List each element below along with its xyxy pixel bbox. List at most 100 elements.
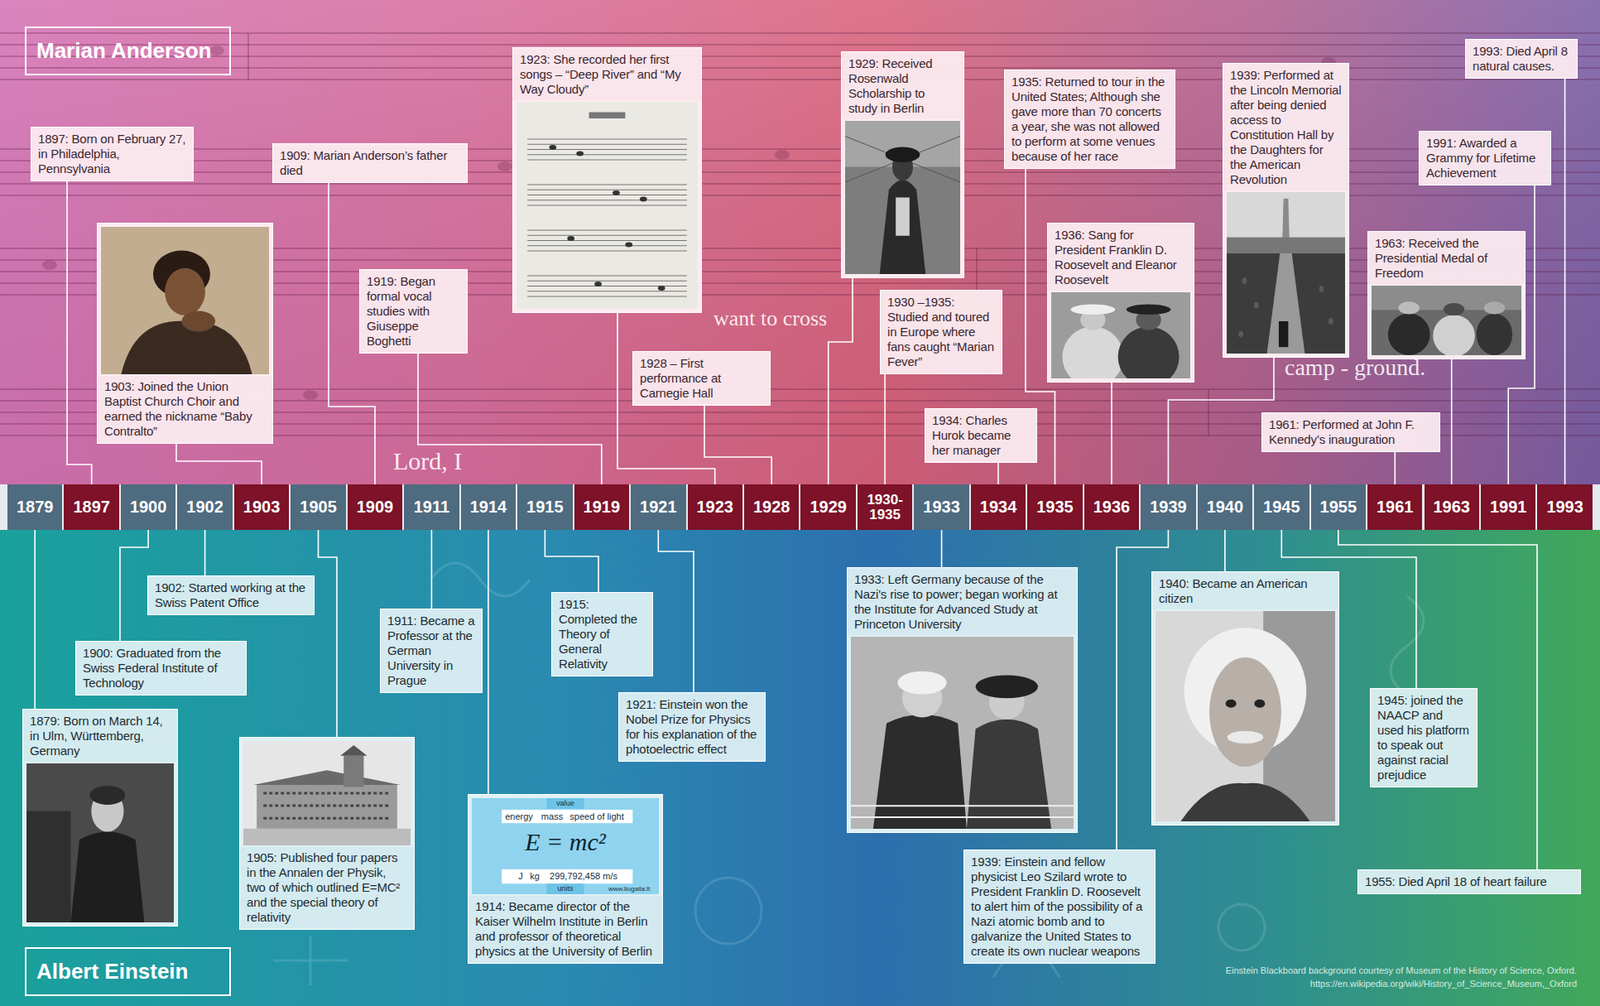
year-cell: 1955 <box>1311 484 1366 530</box>
lyric-text: want to cross <box>713 306 827 332</box>
event-text: 1930 –1935: Studied and toured in Europe… <box>887 294 995 370</box>
year-cell: 1961 <box>1367 484 1423 530</box>
leader-line <box>204 529 207 576</box>
year-text: 1915 <box>526 498 564 516</box>
year-cell: 1879 <box>7 484 63 530</box>
event-box: 1940: Became an American citizen <box>1151 571 1340 826</box>
leader-line <box>828 278 853 485</box>
formula-text: units <box>557 884 573 893</box>
event-text: 1963: Received the Presidential Medal of… <box>1374 235 1519 281</box>
event-box: 1915: Completed the Theory of General Re… <box>551 591 654 677</box>
event-text: 1939: Einstein and fellow physicist Leo … <box>970 854 1149 959</box>
event-text: 1914: Became director of the Kaiser Wilh… <box>475 898 656 959</box>
event-text: 1923: She recorded her first songs – “De… <box>519 52 695 97</box>
year-cell: 1939 <box>1140 484 1196 530</box>
lyric-text: camp - ground. <box>1284 354 1426 381</box>
year-text: 1879 <box>16 498 54 516</box>
credit-note: https://en.wikipedia.org/wiki/History_of… <box>1310 978 1577 990</box>
event-box: 1928 – First performance at Carnegie Hal… <box>632 350 771 406</box>
leader-line <box>431 529 433 609</box>
leader-line <box>1110 382 1113 485</box>
leader-line <box>544 529 599 592</box>
event-text: 1929: Received Rosenwald Scholarship to … <box>848 56 957 116</box>
year-text: 1900 <box>129 498 168 516</box>
leader-line <box>67 181 92 485</box>
year-text: 1905 <box>299 498 337 516</box>
formula-text: J <box>518 870 524 882</box>
year-cell: 1902 <box>177 484 232 530</box>
year-cell: 1934 <box>970 484 1026 530</box>
leader-line <box>997 462 1000 485</box>
leader-line <box>884 374 886 485</box>
event-text: 1902: Started working at the Swiss Paten… <box>154 580 308 611</box>
year-cell: 1935 <box>1027 484 1082 530</box>
year-text: 1928 <box>753 498 791 516</box>
leader-line <box>941 529 943 567</box>
year-text: 1991 <box>1489 498 1528 516</box>
event-box: 1993: Died April 8 natural causes. <box>1465 38 1578 79</box>
formula-text: energy <box>504 811 534 822</box>
year-cell: 1929 <box>800 484 856 530</box>
year-text: 1909 <box>356 498 394 516</box>
year-cell: 1921 <box>630 484 686 530</box>
event-text: 1919: Began formal vocal studies with Gi… <box>366 273 461 349</box>
leader-line <box>120 529 149 641</box>
event-text: 1945: joined the NAACP and used his plat… <box>1377 692 1471 783</box>
formula-text: www.liugaila.lt <box>608 884 650 893</box>
event-box: 1935: Returned to tour in the United Sta… <box>1004 69 1176 169</box>
leader-line <box>704 405 772 485</box>
event-text: 1934: Charles Hurok became her manager <box>932 413 1030 458</box>
year-cell: 1915 <box>517 484 572 530</box>
year-cell: 1905 <box>290 484 346 530</box>
event-text: 1939: Performed at the Lincoln Memorial … <box>1230 67 1342 188</box>
year-text: 1961 <box>1376 498 1414 516</box>
event-box: 1955: Died April 18 of heart failure <box>1357 869 1581 894</box>
year-cell: 1928 <box>744 484 799 530</box>
event-box: 1963: Received the Presidential Medal of… <box>1367 230 1526 360</box>
leader-line <box>1451 359 1453 485</box>
event-text: 1911: Became a Professor at the German U… <box>387 613 476 688</box>
year-cell: 1930- 1935 <box>857 484 913 530</box>
year-text: 1935 <box>1036 498 1074 516</box>
event-text: 1955: Died April 18 of heart failure <box>1364 874 1574 889</box>
formula-text: kg <box>529 870 540 882</box>
leader-line <box>33 529 36 709</box>
event-box: 1905: Published four papers in the Annal… <box>239 736 415 930</box>
event-box: 1879: Born on March 14, in Ulm, Württemb… <box>22 708 178 927</box>
leader-line <box>318 529 338 737</box>
event-box: 1900: Graduated from the Swiss Federal I… <box>75 640 247 696</box>
event-text: 1961: Performed at John F. Kennedy’s ina… <box>1268 417 1433 447</box>
event-text: 1915: Completed the Theory of General Re… <box>558 596 646 672</box>
event-box: 1921: Einstein won the Nobel Prize for P… <box>618 691 766 762</box>
formula-text: speed of light <box>569 811 624 822</box>
event-text: 1933: Left Germany because of the Nazi's… <box>854 571 1071 632</box>
year-cell: 1993 <box>1537 484 1592 530</box>
leader-line <box>658 529 694 692</box>
event-text: 1928 – First performance at Carnegie Hal… <box>639 355 764 401</box>
event-text: 1993: Died April 8 natural causes. <box>1472 43 1571 74</box>
year-text: 1903 <box>243 498 281 516</box>
year-text: 1911 <box>413 498 450 516</box>
year-cell: 1991 <box>1480 484 1536 530</box>
leader-line <box>487 529 490 794</box>
event-box: 1934: Charles Hurok became her manager <box>924 408 1038 463</box>
year-text: 1955 <box>1320 498 1358 516</box>
formula-text: E = mc² <box>524 827 606 857</box>
year-text: 1934 <box>980 498 1018 516</box>
leader-line <box>1224 529 1226 572</box>
event-box: 1903: Joined the Union Baptist Church Ch… <box>96 222 274 444</box>
event-box: 1961: Performed at John F. Kennedy’s ina… <box>1261 412 1441 452</box>
year-cell: 1963 <box>1424 484 1480 530</box>
year-text: 1963 <box>1432 498 1471 516</box>
year-text: 1923 <box>696 498 734 516</box>
year-cell: 1914 <box>461 484 516 530</box>
event-box: 1909: Marian Anderson’s father died <box>272 143 468 183</box>
event-box: 1919: Began formal vocal studies with Gi… <box>359 269 468 354</box>
leader-line <box>1564 78 1567 485</box>
credit-note: Einstein Blackboard background courtesy … <box>1225 965 1577 976</box>
year-cell: 1945 <box>1254 484 1309 530</box>
event-box: 1911: Became a Professor at the German U… <box>379 608 483 693</box>
title-box: Marian Anderson <box>24 26 231 76</box>
event-text: 1897: Born on February 27, in Philadelph… <box>38 131 187 177</box>
